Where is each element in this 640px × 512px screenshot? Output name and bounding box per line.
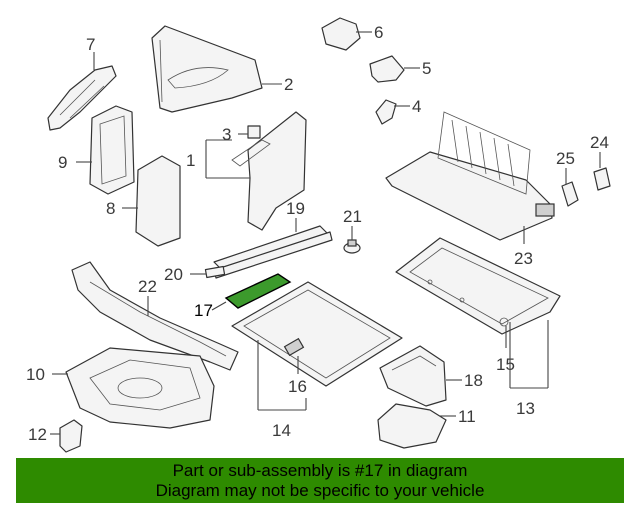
callout-16: 16 [288,377,307,396]
callout-20: 20 [164,265,183,284]
callout-17: 17 [194,301,213,320]
part-24-bracket[interactable] [593,167,611,191]
part-7-bracket[interactable] [47,65,117,131]
callout-7: 7 [86,35,95,54]
callout-13: 13 [516,399,535,418]
callout-5: 5 [422,59,431,78]
part-9-window-frame[interactable] [89,105,135,195]
part-19-sill-strip[interactable] [213,225,333,279]
part-8-cover[interactable] [135,155,181,247]
part-3-clip[interactable] [247,125,261,139]
info-banner: Part or sub-assembly is #17 in diagram D… [16,458,624,503]
banner-line-1: Part or sub-assembly is #17 in diagram [172,461,468,480]
part-5-bracket[interactable] [369,55,405,83]
callout-15: 15 [496,355,515,374]
part-13-load-floor[interactable] [395,237,561,335]
callout-21: 21 [343,207,362,226]
callout-1: 1 [186,151,195,170]
callout-19: 19 [286,199,305,218]
callout-23: 23 [514,249,533,268]
part-22-bumper-trim[interactable] [71,261,239,371]
part-10-spare-tub[interactable] [65,347,215,429]
callout-6: 6 [374,23,383,42]
part-18-storage-box[interactable] [379,345,447,407]
callout-2: 2 [284,75,293,94]
callout-8: 8 [106,199,115,218]
banner-line-2: Diagram may not be specific to your vehi… [155,481,485,500]
part-25-bracket[interactable] [561,181,579,207]
part-11-bracket[interactable] [377,403,447,449]
callout-18: 18 [464,371,483,390]
callout-22: 22 [138,277,157,296]
part-2-side-panel[interactable] [151,25,263,113]
part-23-cargo-cover[interactable] [385,111,555,241]
part-20-clip[interactable] [204,265,226,279]
part-4-hook[interactable] [375,99,397,125]
parts-diagram: 7 2 6 5 4 9 8 3 1 [26,17,611,453]
callout-4: 4 [412,97,421,116]
callout-9: 9 [58,153,67,172]
part-6-clip[interactable] [321,17,361,51]
callout-3: 3 [222,125,231,144]
callout-12: 12 [28,425,47,444]
callout-25: 25 [556,149,575,168]
callout-14: 14 [272,421,291,440]
part-17-highlighted[interactable] [224,273,292,309]
callout-24: 24 [590,133,609,152]
part-16-floor-panel[interactable] [231,281,403,387]
callout-10: 10 [26,365,45,384]
callout-11: 11 [458,407,476,426]
part-1-trim-panel[interactable] [231,111,307,231]
part-21-grommet[interactable] [343,239,361,254]
part-12-block[interactable] [59,419,83,453]
